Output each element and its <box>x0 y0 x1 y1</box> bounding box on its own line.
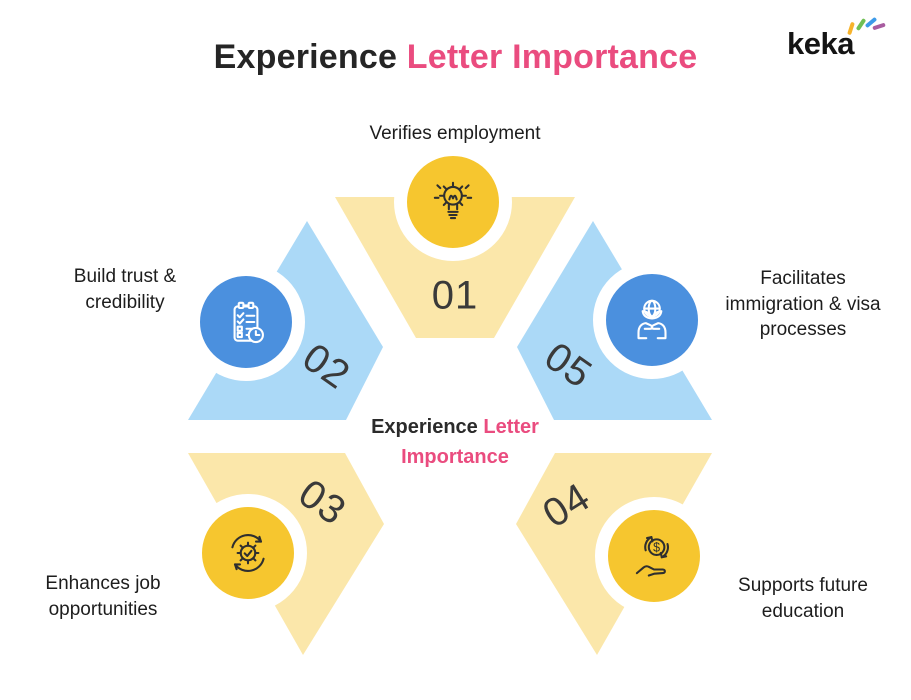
segment-02-label: Build trust & credibility <box>73 266 177 313</box>
segment-05-label: Facilitates immigration & visa processes <box>725 268 881 341</box>
segment-05-icon-circle <box>593 261 711 379</box>
lightbulb-gear-icon <box>433 181 473 220</box>
page-title: Experience Letter Importance <box>0 38 911 77</box>
segment-01-icon-circle <box>394 143 512 261</box>
segment-03-label: Enhances job opportunities <box>45 573 161 620</box>
segment-01-number: 01 <box>431 273 479 318</box>
segment-03-icon-circle <box>189 494 307 612</box>
page-title-prefix: Experience <box>213 38 398 76</box>
segment-04-icon-circle: $ <box>595 497 713 615</box>
segment-04-label: Supports future education <box>738 575 868 622</box>
segment-01-label: Verifies employment <box>369 123 541 144</box>
center-caption: Experience Letter Importance <box>348 412 563 472</box>
keka-logo-text: keka <box>787 26 854 61</box>
keka-logo: keka <box>787 16 887 64</box>
segment-01-chevron <box>335 197 575 338</box>
svg-text:$: $ <box>653 541 660 555</box>
hands-globe-icon <box>637 299 667 340</box>
dollar-hand-icon: $ <box>635 536 669 577</box>
page-title-highlight: Letter Importance <box>406 38 698 76</box>
center-caption-highlight: Letter Importance <box>401 416 539 468</box>
center-caption-prefix: Experience <box>371 416 478 438</box>
gear-cycle-check-icon <box>231 534 265 572</box>
checklist-clock-icon <box>233 301 264 344</box>
